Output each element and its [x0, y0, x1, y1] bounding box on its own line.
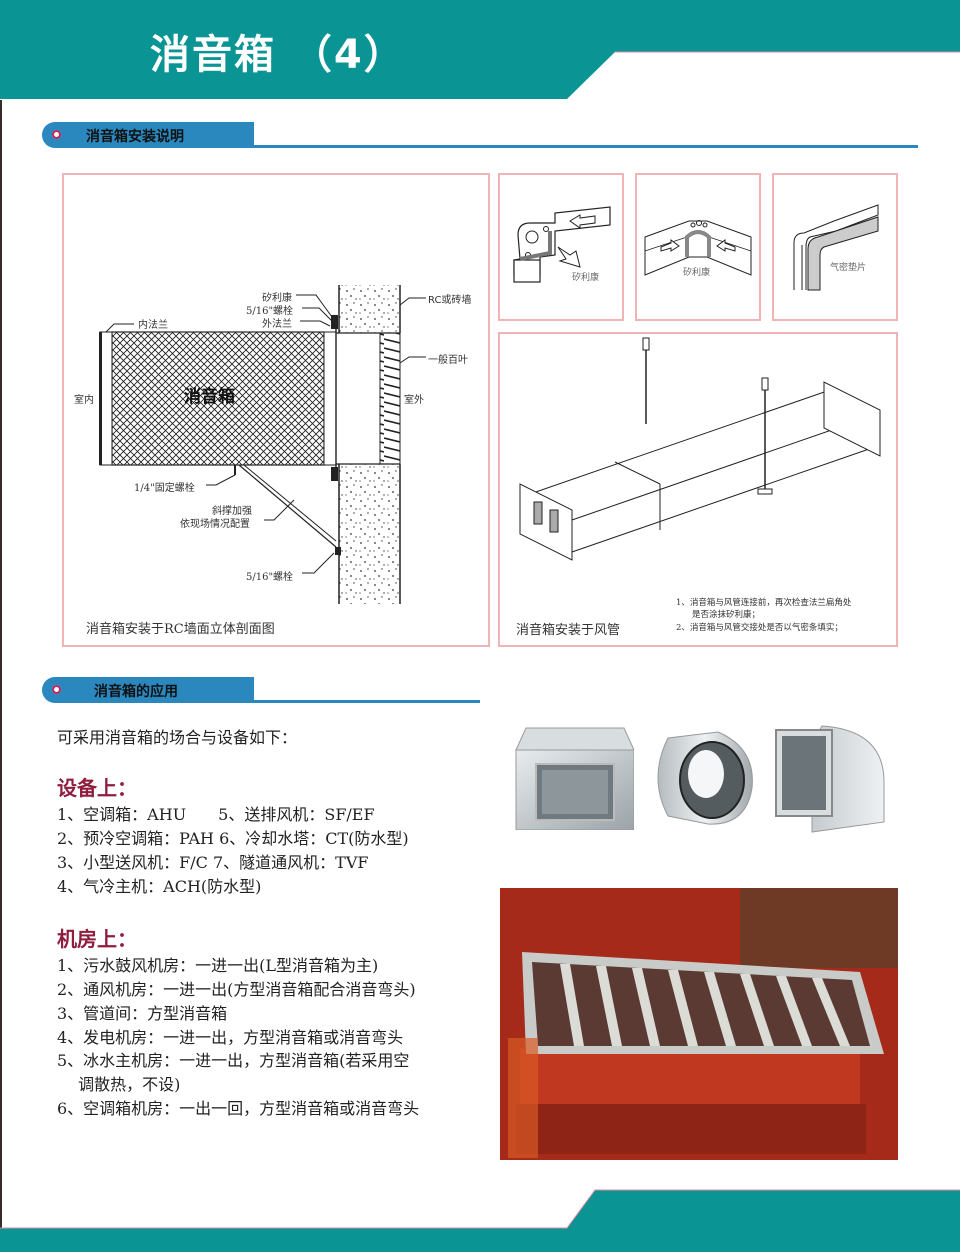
- label-sealant: 矽利康: [262, 293, 292, 304]
- duct-note-2: 2、消音箱与风管交接处是否以气密条填实；: [676, 623, 843, 633]
- bullet-icon: [52, 685, 61, 694]
- label-outdoor: 室外: [404, 395, 424, 406]
- label-fix-bolt: 1/4"固定螺栓: [134, 483, 195, 494]
- label-brace: 斜撑加强: [212, 506, 252, 517]
- machine-room-line: 3、管道间：方型消音箱: [57, 1004, 228, 1023]
- label-bolt-top: 5/16"螺栓: [246, 306, 294, 317]
- equipment-line: 4、气冷主机：ACH(防水型): [57, 877, 262, 896]
- footer-band: [0, 1189, 960, 1252]
- equipment-line: 2、预冷空调箱：PAH 6、冷却水塔：CT(防水型): [57, 829, 409, 848]
- label-wall: RC或砖墙: [428, 295, 472, 306]
- wall-diagram-caption: 消音箱安装于RC墙面立体剖面图: [86, 622, 275, 637]
- label-brace-note: 依现场情况配置: [180, 519, 250, 530]
- detail-label-1: 矽利康: [572, 273, 600, 283]
- wall-section-drawing: [99, 285, 426, 604]
- section-pill: [42, 122, 254, 148]
- machine-room-heading: 机房上：: [57, 927, 137, 951]
- section-header-application: 消音箱的应用: [42, 677, 480, 703]
- photo-square-silencer: [515, 727, 634, 830]
- machine-room-line: 1、污水鼓风机房：一进一出(L型消音箱为主): [57, 956, 379, 975]
- equipment-heading: 设备上：: [57, 776, 137, 800]
- photo-red-silencer: [500, 888, 898, 1160]
- equipment-line: 3、小型送风机：F/C 7、隧道通风机：TVF: [57, 853, 369, 872]
- duct-diagram-caption: 消音箱安装于风管: [516, 623, 621, 638]
- flange-joint-drawing: [644, 220, 752, 276]
- photo-round-silencer: [657, 731, 753, 825]
- machine-room-line: 4、发电机房：一进一出，方型消音箱或消音弯头: [57, 1028, 404, 1047]
- header-band: [0, 0, 960, 99]
- duct-note-1: 1、消音箱与风管连接前，再次检查法兰扁角处: [676, 598, 852, 608]
- machine-room-line: 5、冰水主机房：一进一出，方型消音箱(若采用空: [57, 1051, 410, 1070]
- duct-drawing: [519, 337, 881, 561]
- duct-note-1-cont: 是否涂抹矽利康；: [692, 610, 761, 620]
- bullet-icon: [52, 130, 61, 139]
- label-outer-flange: 外法兰: [262, 319, 292, 330]
- detail-panel-gasket: 气密垫片: [772, 173, 898, 321]
- detail-label-3: 气密垫片: [830, 263, 867, 273]
- section-title-install: 消音箱安装说明: [86, 129, 184, 145]
- section-divider: [254, 700, 480, 703]
- flange-corner-drawing: [513, 206, 611, 283]
- detail-panel-corner-sealant: 矽利康: [498, 173, 624, 321]
- wall-install-diagram: 矽利康 5/16"螺栓 外法兰 内法兰 RC或砖墙 一般百叶 消音箱 室内 室外…: [62, 173, 490, 647]
- section-header-install: 消音箱安装说明: [42, 122, 918, 148]
- section-title-application: 消音箱的应用: [94, 684, 178, 700]
- section-pill: [42, 677, 254, 703]
- machine-room-line: 调散热，不设): [57, 1075, 181, 1094]
- label-inner-flange: 内法兰: [138, 320, 168, 331]
- detail-label-2: 矽利康: [683, 268, 711, 278]
- page-title: 消音箱 （4）: [150, 32, 406, 78]
- gasket-drawing: [793, 204, 879, 291]
- section-divider: [254, 145, 918, 148]
- label-bolt-bottom: 5/16"螺栓: [246, 572, 294, 583]
- label-indoor: 室内: [74, 395, 94, 406]
- machine-room-line: 2、通风机房：一进一出(方型消音箱配合消音弯头): [57, 980, 416, 999]
- photo-silencer-elbow: [775, 725, 885, 833]
- duct-install-diagram: 消音箱安装于风管 1、消音箱与风管连接前，再次检查法兰扁角处 是否涂抹矽利康； …: [498, 332, 898, 647]
- page-left-border: [0, 100, 2, 1230]
- application-intro: 可采用消音箱的场合与设备如下：: [57, 728, 298, 747]
- equipment-line: 1、空调箱：AHU 5、送排风机：SF/EF: [57, 805, 375, 824]
- label-silencer-box: 消音箱: [184, 387, 235, 407]
- label-louver: 一般百叶: [428, 355, 468, 366]
- machine-room-line: 6、空调箱机房：一出一回，方型消音箱或消音弯头: [57, 1099, 420, 1118]
- detail-panel-joint-sealant: 矽利康: [635, 173, 761, 321]
